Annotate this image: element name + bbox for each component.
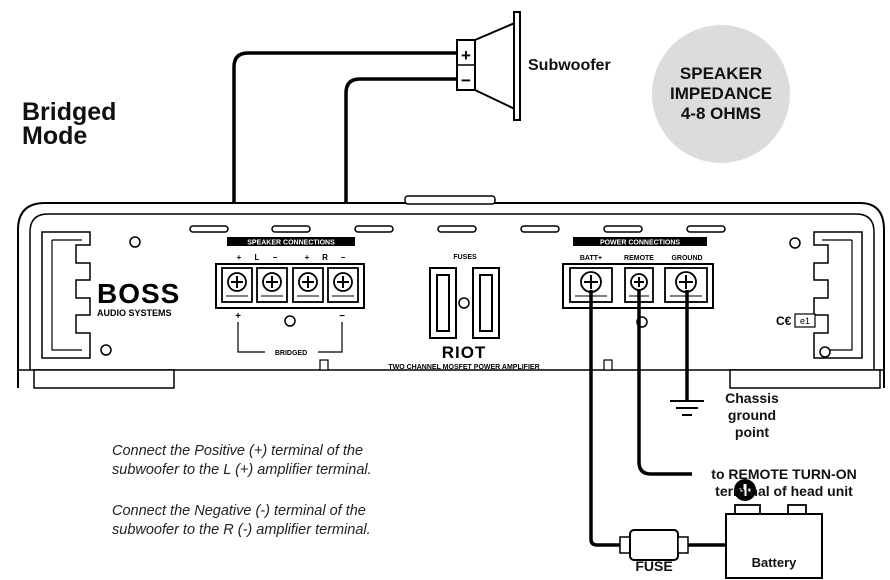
subwoofer-label: Subwoofer	[528, 57, 611, 74]
remote-line-1: to REMOTE TURN-ON	[711, 466, 857, 482]
note-negative-line-2: subwoofer to the R (-) amplifier termina…	[112, 522, 371, 538]
note-positive-line-2: subwoofer to the L (+) amplifier termina…	[112, 462, 372, 478]
chassis-line-1: Chassis	[725, 390, 779, 406]
fuses-label: FUSES	[453, 254, 477, 261]
riot-logo: RIOT	[442, 343, 487, 362]
impedance-line-3: 4-8 OHMS	[680, 104, 762, 123]
power-terminals	[569, 267, 708, 303]
impedance-line-2: IMPEDANCE	[669, 84, 772, 103]
svg-text:−: −	[339, 311, 345, 322]
boss-logo: BOSS	[97, 278, 180, 309]
spk-term-label-4: +	[305, 253, 310, 262]
power-connections-label: POWER CONNECTIONS	[600, 240, 680, 247]
spk-term-label-2: L	[255, 253, 260, 262]
title-line-2: Mode	[22, 122, 88, 150]
speaker-connections-label: SPEAKER CONNECTIONS	[247, 240, 335, 247]
impedance-line-1: SPEAKER	[679, 64, 763, 83]
speaker-minus-label: −	[461, 71, 471, 90]
wire-remote	[637, 290, 692, 476]
bridged-label: BRIDGED	[275, 350, 307, 357]
remote-turn-on-label: to REMOTE TURN-ON terminal of head unit	[694, 466, 874, 500]
spk-term-label-3: −	[273, 253, 278, 262]
spk-term-label-6: −	[341, 253, 346, 262]
fuse-label: FUSE	[635, 558, 673, 574]
ground-icon	[670, 400, 704, 416]
speaker-terminals	[221, 267, 359, 303]
note-positive-line-1: Connect the Positive (+) terminal of the	[112, 443, 364, 459]
spk-term-label-1: +	[237, 253, 242, 262]
note-negative-line-1: Connect the Negative (-) terminal of the	[112, 503, 366, 519]
model-subtitle: TWO CHANNEL MOSFET POWER AMPLIFIER	[388, 364, 539, 371]
speaker-plus-label: +	[461, 46, 471, 65]
spk-term-label-5: R	[322, 253, 328, 262]
chassis-line-3: point	[734, 424, 770, 440]
note-negative: Connect the Negative (-) terminal of the…	[112, 502, 371, 540]
screw-icons	[100, 236, 831, 358]
e1-mark: e1	[800, 316, 810, 326]
remote-line-2: terminal of head unit	[715, 483, 853, 499]
wire-batt	[589, 290, 620, 547]
ce-mark: C€	[776, 314, 792, 328]
fuses-icon	[429, 267, 500, 339]
remote-label: REMOTE	[624, 255, 654, 262]
wire-negative	[344, 77, 457, 278]
subwoofer-icon: + −	[456, 11, 521, 121]
chassis-line-2: ground	[727, 407, 777, 423]
ground-label: GROUND	[671, 255, 702, 262]
impedance-badge: SPEAKER IMPEDANCE 4-8 OHMS	[652, 25, 790, 163]
title-line-1: Bridged	[22, 98, 117, 126]
batt-label: BATT+	[580, 255, 602, 262]
wire-positive	[232, 51, 457, 278]
battery-icon	[725, 479, 823, 579]
svg-text:+: +	[235, 311, 241, 322]
boss-logo-sub: AUDIO SYSTEMS	[97, 308, 172, 318]
diagram-title: Bridged Mode	[22, 98, 117, 150]
note-positive: Connect the Positive (+) terminal of the…	[112, 442, 372, 480]
inline-fuse-icon	[619, 529, 689, 561]
chassis-label: Chassis ground point	[712, 390, 792, 441]
battery-label: Battery	[751, 555, 797, 570]
